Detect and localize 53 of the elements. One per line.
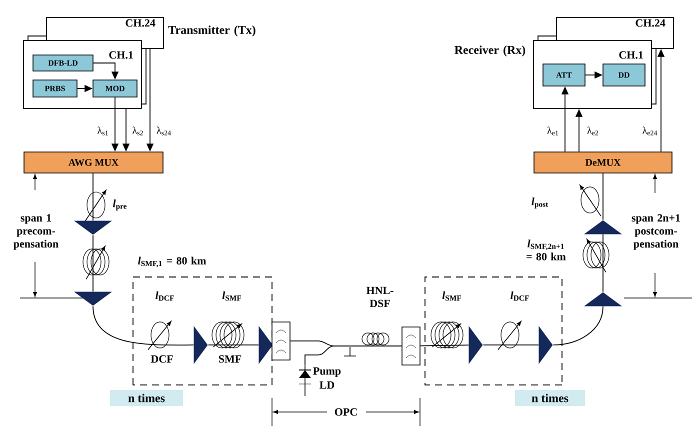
text-label: l$_{DCF}$ — [510, 291, 529, 301]
text-label: Transmitter (Tx) — [168, 26, 256, 36]
optical-filter-symbol — [272, 322, 290, 360]
amplifier-symbol — [258, 326, 273, 364]
fiber-line — [552, 306, 604, 346]
text-label: Receiver (Rx) — [454, 46, 526, 56]
fiber-line — [92, 172, 94, 221]
fiber-line — [602, 234, 604, 292]
multiplexer-box: AWG MUX — [24, 152, 164, 174]
amplifier-symbol — [468, 326, 483, 364]
fiber-line — [602, 172, 604, 220]
edge-label: λ$_{e24}$ — [642, 126, 658, 136]
module-box: ATT — [542, 64, 586, 86]
amplifier-symbol — [74, 220, 112, 235]
module-box: DD — [602, 64, 646, 86]
edge-label: λ$_{e1}$ — [547, 126, 558, 136]
amplifier-symbol — [194, 326, 208, 364]
amplifier-symbol — [74, 292, 112, 306]
text-label: OPC — [334, 408, 357, 416]
amplifier-symbol — [584, 220, 622, 234]
text-label: span 2n+1 postcom- pensation — [632, 214, 680, 250]
text-label: span 1 precom- pensation — [14, 214, 58, 250]
fiber-line — [420, 344, 469, 346]
edge-label: λ$_{s24}$ — [156, 126, 171, 136]
text-label: l$_{SMF}$ — [222, 291, 242, 301]
text-label: Pump LD — [313, 367, 341, 389]
fiber-line — [92, 234, 94, 292]
pump-diode-symbol — [298, 366, 312, 396]
text-label: HNL- DSF — [366, 286, 394, 308]
text-label: l$_{SMF,2n+1}$ = 80 km — [526, 240, 566, 260]
edge-label: λ$_{s1}$ — [98, 126, 108, 136]
multiplexer-box: DeMUX — [534, 152, 672, 174]
module-box: PRBS — [32, 80, 78, 98]
text-label: SMF — [218, 355, 242, 363]
amplifier-symbol — [538, 326, 553, 364]
text-label: l$_{SMF,1}$ = 80 km — [138, 256, 206, 268]
optical-filter-symbol — [402, 326, 420, 366]
edge-label: λ$_{s2}$ — [132, 126, 143, 136]
fiber-line — [482, 344, 539, 346]
text-label: DCF — [150, 355, 173, 363]
module-box: MOD — [92, 80, 138, 98]
text-label: l$_{post}$ — [532, 198, 548, 208]
repeat-tag: n times — [110, 390, 183, 406]
repeat-tag: n times — [515, 390, 585, 406]
text-label: l$_{SMF}$ — [442, 291, 462, 301]
fiber-line — [208, 344, 260, 346]
fiber-line — [304, 346, 402, 366]
edge-label: λ$_{e2}$ — [587, 126, 598, 136]
text-label: l$_{pre}$ — [112, 200, 127, 210]
fiber-line — [92, 306, 194, 346]
text-label: l$_{DCF}$ — [156, 291, 174, 301]
module-box: DFB-LD — [32, 54, 94, 72]
amplifier-symbol — [584, 292, 622, 306]
